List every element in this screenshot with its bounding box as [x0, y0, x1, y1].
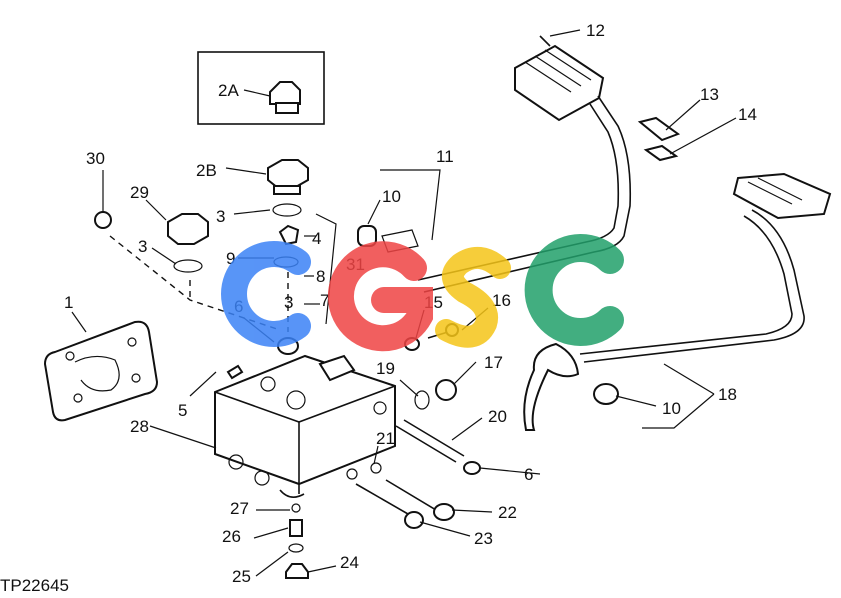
watermark-letter-c-blue [221, 241, 311, 347]
callout-7: 7 [320, 291, 329, 310]
callout-28: 28 [130, 417, 149, 436]
callout-30: 30 [86, 149, 105, 168]
callout-12: 12 [586, 21, 605, 40]
callout-2a: 2A [218, 81, 239, 100]
callout-27: 27 [230, 499, 249, 518]
callout-22: 22 [498, 503, 517, 522]
callout-10-upper: 10 [382, 187, 401, 206]
gasket-1 [43, 320, 159, 422]
callout-21: 21 [376, 429, 395, 448]
inset-box-2a [197, 51, 325, 125]
callout-13: 13 [700, 85, 719, 104]
callout-3-left: 3 [138, 237, 147, 256]
watermark-logo [221, 234, 624, 352]
valve-body-28 [214, 354, 396, 498]
watermark-letter-g-red [327, 241, 433, 352]
callout-14: 14 [738, 105, 757, 124]
bracket-13-14 [637, 116, 681, 162]
callout-5: 5 [178, 401, 187, 420]
callout-19: 19 [376, 359, 395, 378]
callout-2b: 2B [196, 161, 217, 180]
callout-25: 25 [232, 567, 251, 586]
pedal-lower [523, 172, 832, 431]
callout-16: 16 [492, 291, 511, 310]
callout-24: 24 [340, 553, 359, 572]
callout-26: 26 [222, 527, 241, 546]
callout-3-upper: 3 [216, 207, 225, 226]
callout-18: 18 [718, 385, 737, 404]
callout-17: 17 [484, 353, 503, 372]
callout-11: 11 [436, 147, 454, 166]
callout-8: 8 [316, 267, 325, 286]
watermark-letter-c-green [524, 234, 624, 346]
callout-9: 9 [226, 249, 235, 268]
callout-4: 4 [312, 229, 321, 248]
callout-6-right: 6 [524, 465, 533, 484]
callout-20: 20 [488, 407, 507, 426]
callout-29: 29 [130, 183, 149, 202]
figure-id: TP22645 [0, 576, 69, 595]
callout-1: 1 [64, 293, 73, 312]
watermark-letter-s-yellow [435, 247, 511, 348]
callout-10-lower: 10 [662, 399, 681, 418]
callout-23: 23 [474, 529, 493, 548]
callout-3-mid: 3 [284, 293, 293, 312]
